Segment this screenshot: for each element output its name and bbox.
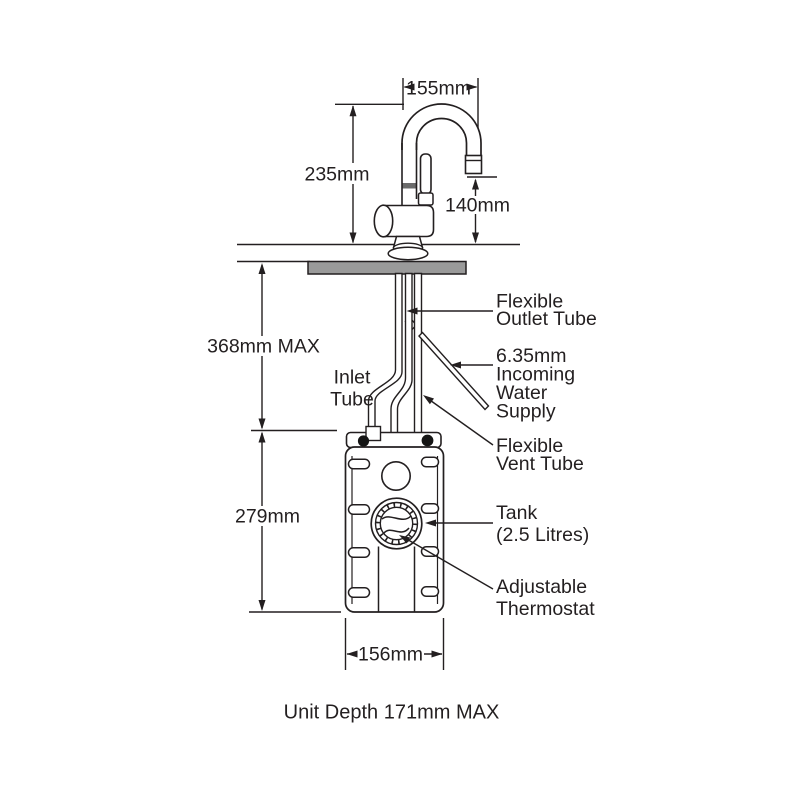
arrow-outlet-tube — [406, 307, 418, 315]
countertop — [307, 260, 467, 275]
riser-fill — [402, 143, 416, 206]
dim-tank-height: 279mm — [235, 506, 300, 528]
lid-grommet-left — [357, 435, 370, 447]
label-supply-line1: 6.35mm — [496, 345, 566, 367]
dim-spout-clearance: 140mm — [445, 195, 510, 217]
lid-grommet-right — [421, 434, 434, 447]
arrow-279-up — [258, 431, 266, 443]
label-inlet-tube-line1: Inlet — [334, 367, 371, 389]
arrow-155-right — [466, 83, 478, 91]
arrow-incoming-supply — [450, 361, 461, 369]
gooseneck-inner — [415, 117, 468, 156]
inlet-fitting — [365, 425, 382, 442]
callout-labels: Flexible Outlet Tube 6.35mm Incoming Wat… — [330, 291, 597, 621]
dim-tank-width: 156mm — [358, 644, 423, 666]
vent-slots — [347, 456, 440, 598]
reference-lines — [237, 78, 520, 670]
arrow-140-down — [472, 232, 479, 244]
riser-joint-band — [402, 183, 417, 189]
spout-tip — [464, 154, 483, 175]
unit-depth-note: Unit Depth 171mm MAX — [284, 702, 500, 724]
arrow-368-down — [258, 418, 266, 430]
handle-hub — [417, 192, 434, 206]
tank-vent-hole — [380, 460, 411, 491]
dial-tick-ring — [375, 502, 418, 545]
label-supply-line4: Supply — [496, 401, 556, 423]
label-supply-line2: Incoming — [496, 364, 575, 386]
label-supply-line3: Water — [496, 382, 548, 404]
tap-body — [382, 204, 435, 238]
arrow-156-right — [431, 650, 443, 658]
arrow-235-up — [349, 105, 357, 117]
tank-unit — [344, 425, 445, 613]
label-vent-tube-line1: Flexible — [496, 435, 563, 457]
dimension-arrows — [258, 83, 479, 658]
dial-needle-upper — [381, 515, 412, 521]
vent-slot — [420, 586, 440, 597]
label-tank-line1: Tank — [496, 502, 537, 524]
gooseneck-outer — [401, 103, 482, 156]
callout-leaders — [407, 310, 494, 590]
dial-face — [379, 506, 414, 541]
incoming-supply-tube — [418, 331, 490, 411]
vent-slot — [347, 587, 371, 598]
leader-vent-tube — [430, 399, 494, 446]
tap-body-endcap — [373, 204, 394, 238]
label-outlet-tube-line1: Flexible — [496, 291, 563, 313]
arrow-368-up — [258, 263, 266, 274]
vent-slot — [347, 504, 371, 515]
arrow-155-left — [403, 83, 415, 91]
tap-handle — [419, 153, 432, 195]
arrow-vent-tube — [423, 395, 434, 405]
dial-needle-lower — [383, 527, 410, 534]
gooseneck-fill — [402, 104, 481, 156]
dim-spout-reach: 155mm — [406, 78, 471, 100]
label-tank-line2: (2.5 Litres) — [496, 524, 589, 546]
vent-slot — [420, 503, 440, 514]
arrow-140-up — [472, 178, 479, 190]
arrow-235-down — [349, 232, 357, 244]
vent-slot — [420, 456, 440, 468]
vent-slot — [347, 458, 371, 470]
dimension-labels: 155mm 235mm 140mm 368mm MAX 279mm 156mm … — [207, 78, 510, 724]
vent-tube — [413, 272, 423, 434]
thermostat-dial — [370, 497, 423, 550]
dim-tap-height: 235mm — [304, 164, 369, 186]
label-thermostat-line2: Thermostat — [496, 598, 595, 620]
dim-counter-to-tank: 368mm MAX — [207, 336, 320, 358]
label-outlet-tube-line2: Outlet Tube — [496, 308, 597, 330]
callout-arrows — [399, 307, 461, 544]
base-flange — [387, 246, 429, 261]
arrow-tank — [425, 519, 436, 527]
arrow-156-left — [346, 650, 358, 658]
vent-slot — [420, 546, 440, 557]
label-inlet-tube-line2: Tube — [330, 389, 374, 411]
label-vent-tube-line2: Vent Tube — [496, 453, 584, 475]
arrow-thermostat — [399, 535, 411, 544]
label-thermostat-line1: Adjustable — [496, 576, 587, 598]
hot-water-tap — [373, 103, 483, 261]
leader-thermostat — [407, 538, 494, 590]
arrow-279-down — [258, 600, 266, 611]
vent-slot — [347, 547, 371, 558]
